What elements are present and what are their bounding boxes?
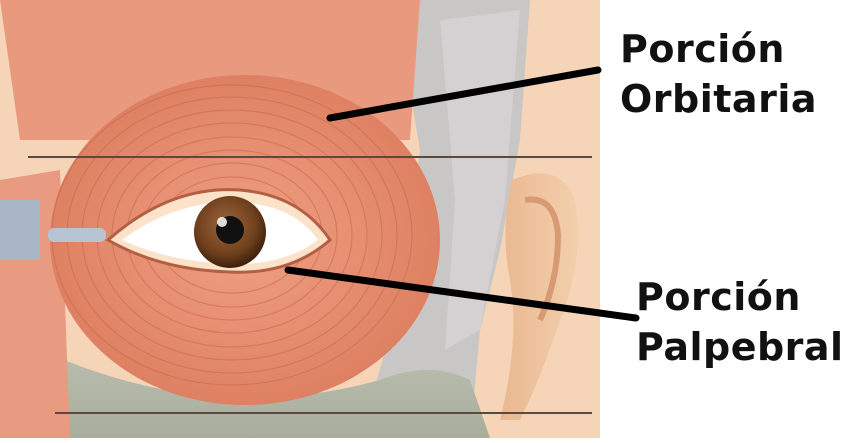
label-palpebral-line2: Palpebral <box>636 322 844 372</box>
label-palpebral-portion: Porción Palpebral <box>636 272 844 372</box>
medial-palpebral-ligament <box>48 228 106 242</box>
label-orbital-line2: Orbitaria <box>620 74 817 124</box>
label-orbital-line1: Porción <box>620 24 817 74</box>
label-palpebral-line1: Porción <box>636 272 844 322</box>
nasal-bone <box>0 200 40 260</box>
label-orbital-portion: Porción Orbitaria <box>620 24 817 124</box>
